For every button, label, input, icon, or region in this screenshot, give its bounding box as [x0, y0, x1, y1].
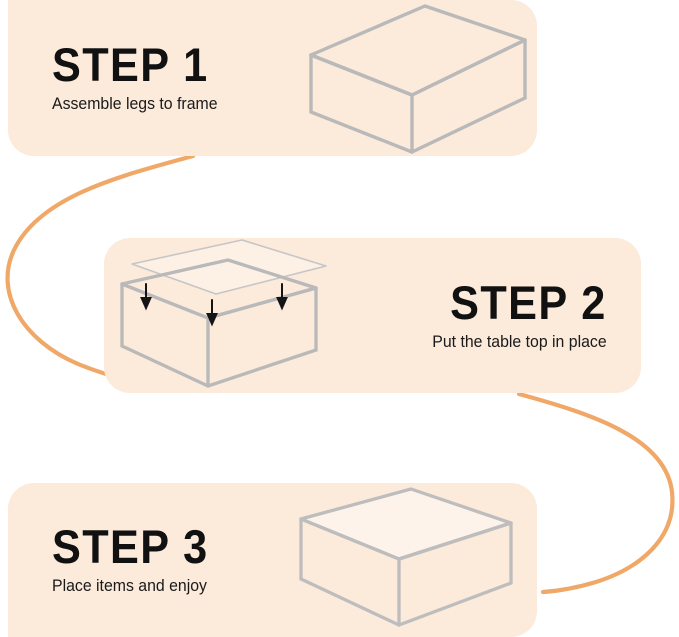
step-3-illustration	[287, 483, 537, 637]
step-1-illustration	[297, 0, 537, 156]
installed-table-top	[300, 488, 512, 560]
floating-table-top	[131, 239, 327, 295]
down-arrow-right	[276, 283, 288, 311]
step-1-subtitle: Assemble legs to frame	[52, 95, 218, 114]
step-1-title: STEP 1	[52, 38, 209, 92]
step-1-text-block: STEP 1 Assemble legs to frame	[8, 41, 224, 115]
connector-curve-step2-to-step3	[516, 391, 675, 595]
step-2-illustration	[104, 238, 354, 393]
down-arrow-center	[206, 299, 218, 327]
step-panel-1: STEP 1 Assemble legs to frame	[8, 0, 537, 156]
step-3-title: STEP 3	[52, 520, 209, 574]
step-panel-2: STEP 2 Put the table top in place	[104, 238, 641, 393]
down-arrow-left	[140, 283, 152, 311]
step-3-text-block: STEP 3 Place items and enjoy	[8, 523, 222, 597]
step-3-subtitle: Place items and enjoy	[52, 577, 207, 596]
completed-table-icon	[299, 487, 513, 627]
step-panel-3: STEP 3 Place items and enjoy	[8, 483, 537, 637]
table-frame-wireframe-icon	[309, 4, 527, 154]
table-frame-with-floating-top-icon	[120, 239, 327, 388]
step-2-title: STEP 2	[450, 275, 607, 329]
step-2-text-block: STEP 2 Put the table top in place	[425, 275, 641, 353]
down-arrow-group	[140, 283, 288, 327]
connector-curve-step1-to-step2	[5, 153, 196, 384]
step-2-subtitle: Put the table top in place	[432, 332, 607, 351]
